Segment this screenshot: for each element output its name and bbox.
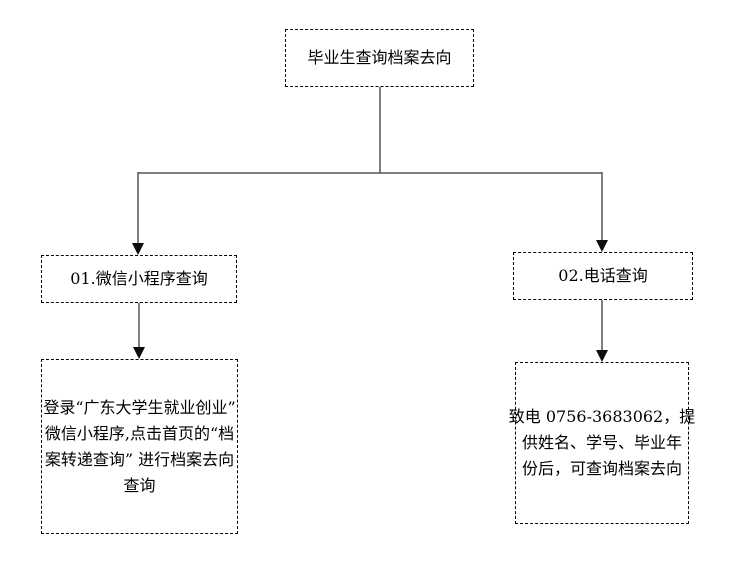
branch-phone-title-label: 02.电话查询 xyxy=(558,266,648,285)
detail-line: 登录“广东大学生就业创业” xyxy=(43,397,236,417)
connector-left-drop xyxy=(132,172,144,255)
connector-left-title-to-detail xyxy=(133,303,145,359)
branch-phone-title-node: 02.电话查询 xyxy=(513,252,693,300)
arrowhead-down xyxy=(596,240,608,252)
arrowhead-down xyxy=(133,347,145,359)
detail-line: 案转递查询” 进行档案去向 xyxy=(44,449,235,469)
detail-line: 微信小程序,点击首页的“档 xyxy=(44,423,235,443)
connector-right-drop xyxy=(596,172,608,252)
detail-line: 供姓名、学号、毕业年 xyxy=(521,433,682,452)
connector-right-title-to-detail xyxy=(596,300,608,362)
branch-wechat-detail-node: 登录“广东大学生就业创业” 微信小程序,点击首页的“档 案转递查询” 进行档案去… xyxy=(41,359,238,534)
branch-wechat-title-label: 01.微信小程序查询 xyxy=(70,269,208,288)
detail-line: 致电 0756-3683062，提 xyxy=(508,407,696,426)
arrowhead-down xyxy=(596,350,608,362)
detail-line: 份后，可查询档案去向 xyxy=(521,459,682,478)
branch-phone-detail-node: 致电 0756-3683062，提 供姓名、学号、毕业年 份后，可查询档案去向 xyxy=(509,362,695,524)
root-node: 毕业生查询档案去向 xyxy=(285,29,474,87)
arrowhead-down xyxy=(132,243,144,255)
branch-wechat-title-node: 01.微信小程序查询 xyxy=(41,255,237,303)
root-node-label: 毕业生查询档案去向 xyxy=(307,48,452,67)
detail-line: 查询 xyxy=(123,475,156,495)
